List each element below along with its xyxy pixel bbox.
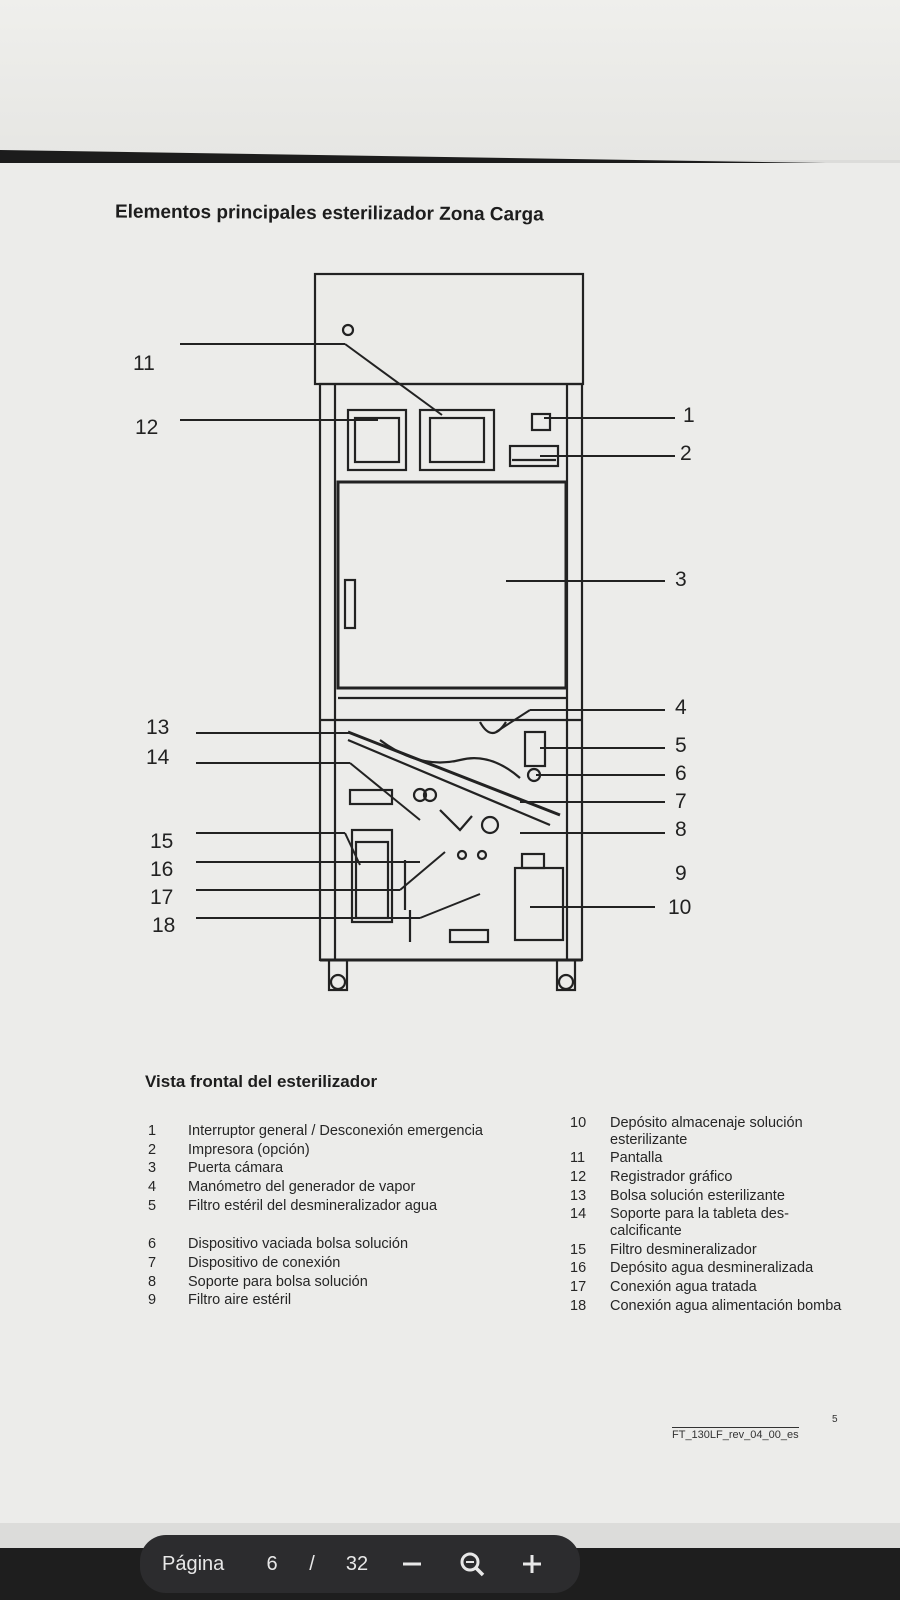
plus-icon <box>523 1555 541 1573</box>
callout-1: 1 <box>683 404 695 427</box>
callout-8: 8 <box>675 818 687 841</box>
sterilizer-drawing <box>180 272 675 992</box>
callout-18: 18 <box>152 914 176 937</box>
callout-4: 4 <box>675 696 687 719</box>
page-separator: / <box>309 1552 315 1575</box>
total-pages: 32 <box>345 1552 369 1575</box>
callout-9: 9 <box>675 862 687 885</box>
figure-caption: Vista frontal del esterilizador <box>145 1072 378 1091</box>
screen-glare <box>0 0 900 160</box>
document-page-number: 5 <box>832 1414 838 1425</box>
zoom-reset-button[interactable] <box>442 1544 502 1584</box>
callout-6: 6 <box>675 762 687 785</box>
callout-11: 11 <box>133 352 155 375</box>
sterilizer-front-view-figure <box>120 270 820 1035</box>
zoom-in-button[interactable] <box>502 1544 562 1584</box>
minus-icon <box>403 1562 421 1566</box>
zoom-out-button[interactable] <box>382 1544 442 1584</box>
page-label: Página <box>162 1552 225 1575</box>
zoom-icon <box>460 1552 485 1577</box>
callout-3: 3 <box>675 568 687 591</box>
callout-17: 17 <box>150 886 174 909</box>
callout-12: 12 <box>135 416 159 439</box>
current-page-input[interactable]: 6 <box>266 1552 278 1575</box>
callout-2: 2 <box>680 442 692 465</box>
document-page <box>0 163 900 1523</box>
callout-16: 16 <box>150 858 174 881</box>
callout-15: 15 <box>150 830 174 853</box>
document-code: FT_130LF_rev_04_00_es <box>672 1427 799 1441</box>
callout-10: 10 <box>668 896 692 919</box>
callout-5: 5 <box>675 734 687 757</box>
callout-7: 7 <box>675 790 687 813</box>
page-title: Elementos principales esterilizador Zona… <box>114 201 544 226</box>
callout-13: 13 <box>146 716 170 739</box>
callout-14: 14 <box>146 746 170 769</box>
page-navigation-toolbar: Página 6 / 32 <box>140 1535 580 1593</box>
